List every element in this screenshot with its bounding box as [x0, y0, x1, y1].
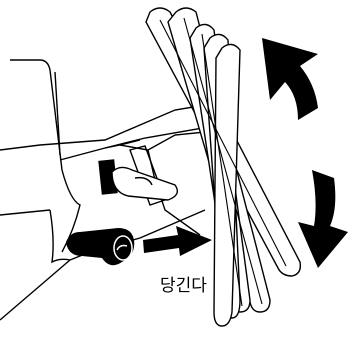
- curved-arrow-up-icon: [262, 38, 318, 120]
- finger: [112, 167, 177, 200]
- curved-arrow-down-icon: [298, 170, 348, 268]
- pull-lever: [66, 228, 134, 265]
- arrow-right-icon: [143, 226, 212, 256]
- device-body: [0, 60, 70, 320]
- pull-label: 당긴다: [160, 276, 207, 296]
